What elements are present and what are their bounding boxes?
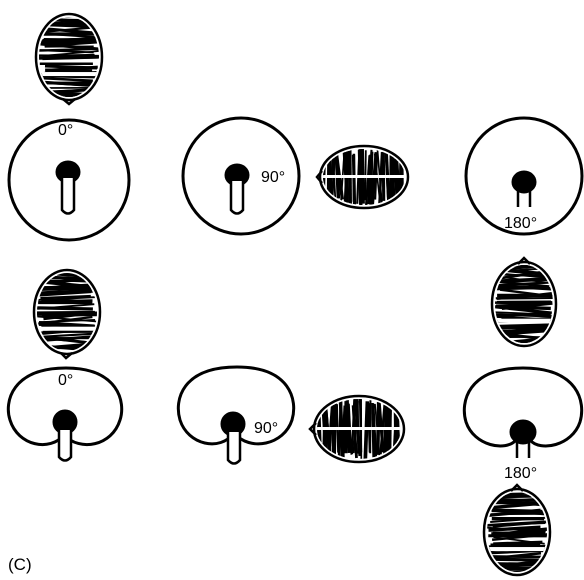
keyhole-180deg [511, 170, 537, 207]
balloon-outline [34, 12, 104, 102]
balloon-hatching [487, 492, 547, 572]
angle-label-heart-0: 0° [58, 372, 73, 389]
angle-label-180: 180° [504, 215, 537, 232]
balloon-above-0 [34, 12, 104, 106]
balloon-hatching [323, 149, 405, 205]
balloon-right-heart-90 [308, 394, 406, 464]
balloon-above-heart-180 [490, 256, 558, 348]
balloon-outline [318, 144, 410, 210]
keyhole-90deg [224, 163, 250, 215]
keyhole-heart-0deg [52, 409, 78, 462]
balloon-above-heart-0 [32, 268, 102, 360]
keyhole-heart-90deg [220, 411, 246, 465]
balloon-outline [482, 487, 552, 577]
angle-label-heart-180: 180° [504, 465, 537, 482]
balloon-outline [312, 394, 406, 464]
balloon-below-heart-180 [482, 483, 552, 577]
balloon-right-90 [315, 144, 410, 210]
outline-circle-90deg [181, 116, 301, 236]
balloon-hatching [495, 265, 553, 343]
angle-label-90: 90° [261, 169, 285, 186]
outline-circle-0deg [7, 118, 131, 242]
balloon-outline [32, 268, 102, 356]
panel-label: (C) [8, 555, 32, 574]
keyhole-heart-180deg [509, 419, 537, 458]
keyhole-0deg [55, 160, 81, 215]
angle-label-heart-90: 90° [254, 420, 278, 437]
angle-label-0: 0° [58, 122, 73, 139]
outline-circle-180deg [464, 116, 584, 236]
balloon-outline [490, 260, 558, 348]
